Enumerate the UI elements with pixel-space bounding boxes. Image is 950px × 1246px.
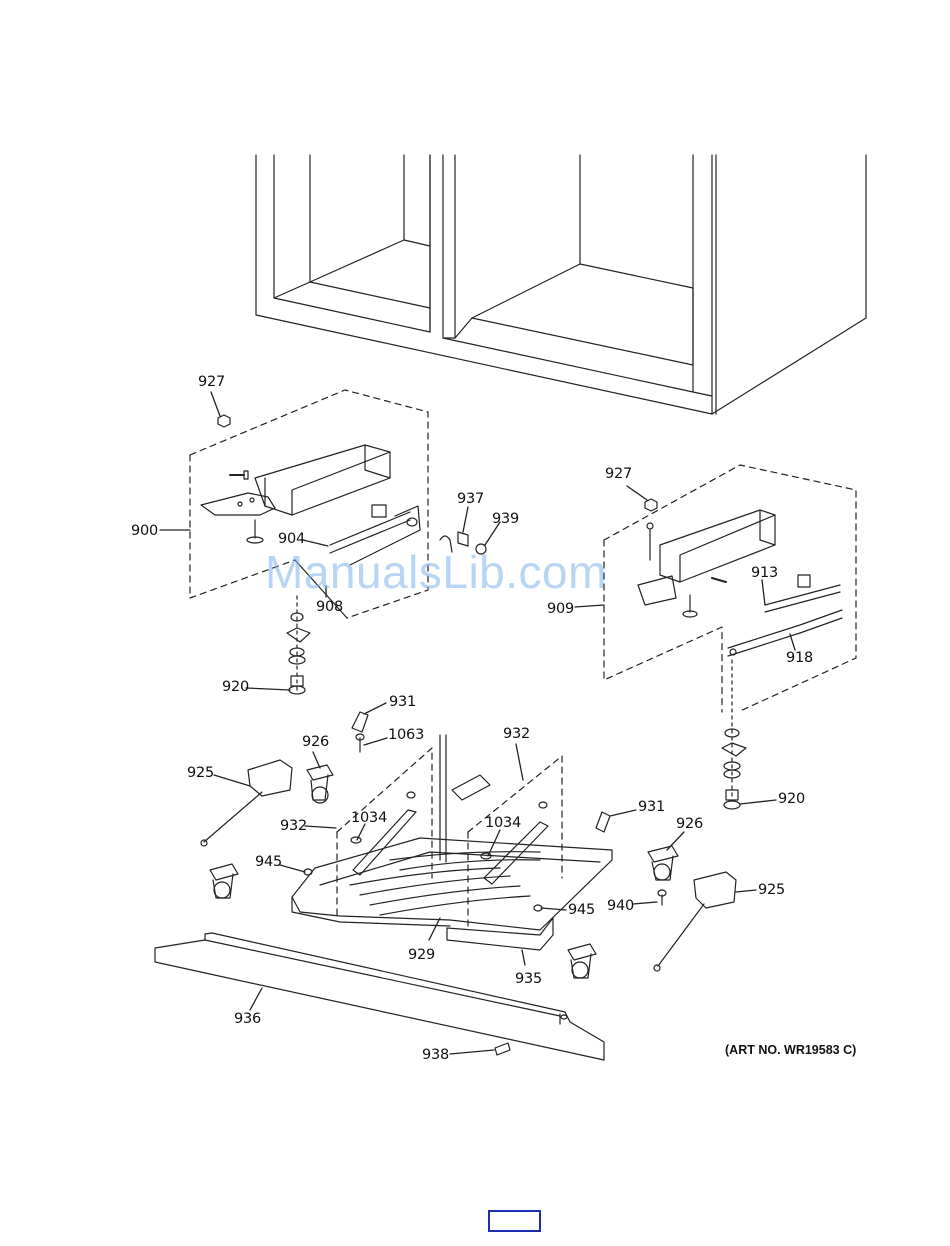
page-number-box [488, 1210, 541, 1232]
callout-920-right: 920 [778, 791, 805, 807]
callout-926-right: 926 [676, 816, 703, 832]
front-grille [155, 933, 604, 1060]
left-hinge-assembly [190, 390, 486, 694]
base-assembly [292, 712, 612, 950]
callout-909: 909 [547, 601, 574, 617]
callout-932-left: 932 [280, 818, 307, 834]
callout-935: 935 [515, 971, 542, 987]
callout-925-right: 925 [758, 882, 785, 898]
callout-920-left: 920 [222, 679, 249, 695]
callout-904: 904 [278, 531, 305, 547]
callout-936: 936 [234, 1011, 261, 1027]
callout-931-lower: 931 [638, 799, 665, 815]
callout-938: 938 [422, 1047, 449, 1063]
callout-918: 918 [786, 650, 813, 666]
callout-1034-right: 1034 [485, 815, 521, 831]
callout-908: 908 [316, 599, 343, 615]
callout-940: 940 [607, 898, 634, 914]
callout-900: 900 [131, 523, 158, 539]
callout-931-upper: 931 [389, 694, 416, 710]
callout-926-left: 926 [302, 734, 329, 750]
callout-939: 939 [492, 511, 519, 527]
callout-937: 937 [457, 491, 484, 507]
callout-1063: 1063 [388, 727, 424, 743]
callout-labels: 927 900 904 908 937 939 927 909 913 918 … [131, 374, 813, 1063]
callout-1034-left: 1034 [351, 810, 387, 826]
callout-913: 913 [751, 565, 778, 581]
callout-927-right: 927 [605, 466, 632, 482]
watermark: ManualsLib.com [265, 546, 607, 598]
callout-927-left: 927 [198, 374, 225, 390]
cabinet-body [256, 155, 866, 414]
callout-929: 929 [408, 947, 435, 963]
callout-945-left: 945 [255, 854, 282, 870]
callout-932-right: 932 [503, 726, 530, 742]
callout-925-left: 925 [187, 765, 214, 781]
art-number: (ART NO. WR19583 C) [725, 1043, 856, 1057]
callout-945-right: 945 [568, 902, 595, 918]
right-hinge-assembly [604, 465, 856, 809]
